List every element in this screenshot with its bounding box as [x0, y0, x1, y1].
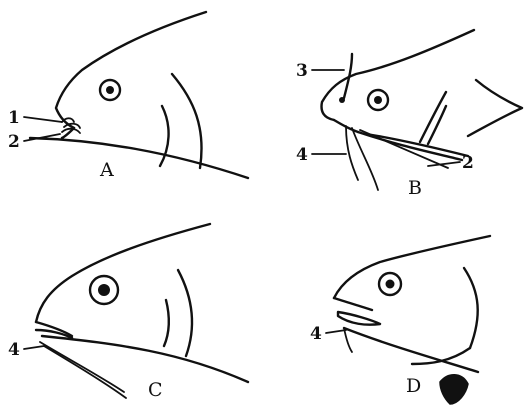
callout-number: 3	[296, 61, 308, 81]
callout-number: 2	[8, 132, 20, 152]
callout-number: 4	[8, 340, 20, 360]
callout-number: 1	[8, 108, 20, 128]
fish-head-b	[322, 30, 523, 190]
callout-c-4: 4	[8, 340, 44, 360]
pectoral-fin-d	[440, 375, 468, 404]
callout-b-4: 4	[296, 145, 346, 165]
callout-number: 2	[462, 153, 474, 173]
panel-a: 1 2 A	[8, 12, 248, 181]
panel-c: 4 C	[8, 224, 248, 401]
callout-d-4: 4	[310, 324, 346, 344]
panel-label-b: B	[408, 177, 422, 199]
callout-b-3: 3	[296, 61, 344, 81]
panel-d: 4 D	[310, 236, 490, 404]
fish-head-c	[36, 224, 248, 398]
callout-a-2: 2	[8, 132, 60, 152]
fish-head-a	[30, 12, 248, 178]
panel-label-a: A	[99, 159, 114, 181]
callout-number: 4	[296, 145, 308, 165]
callout-a-1: 1	[8, 108, 62, 128]
panel-label-c: C	[148, 379, 163, 401]
panel-b: 3 4 2 B	[296, 30, 522, 199]
panel-label-d: D	[406, 375, 421, 397]
callout-number: 4	[310, 324, 322, 344]
barbel-maxillary-b	[346, 126, 358, 180]
